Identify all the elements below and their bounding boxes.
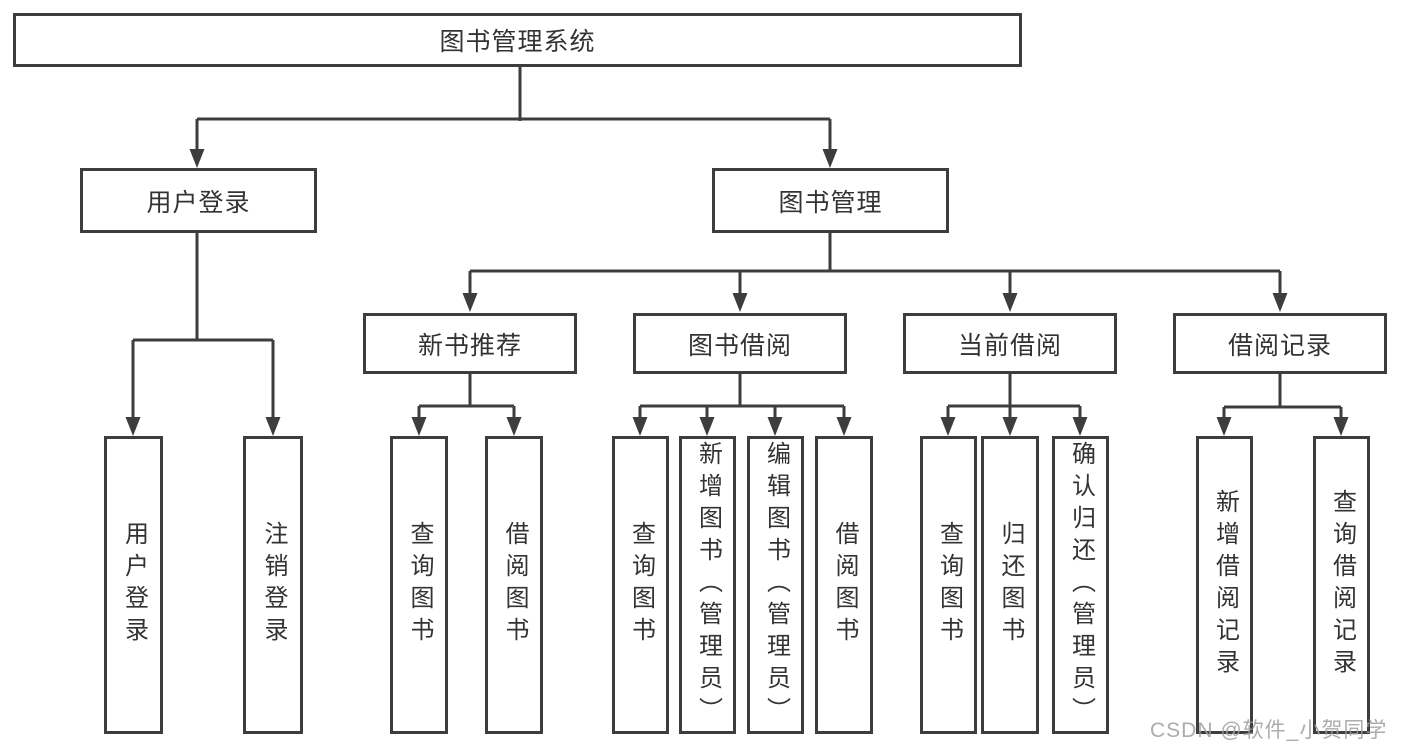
node-return-book: 归还图书 <box>981 436 1039 734</box>
node-add-book-admin: 新增图书（管理员） <box>679 436 736 734</box>
node-new-book-recommend-label: 新书推荐 <box>417 331 522 360</box>
node-user-login-label: 用户登录 <box>146 188 251 217</box>
node-query-book-recommend: 查询图书 <box>390 436 448 734</box>
node-borrow-book-recommend: 借阅图书 <box>485 436 543 734</box>
csdn-watermark: CSDN @软件_小贺同学 <box>1150 719 1388 742</box>
node-add-borrow-record-label: 新增借阅记录 <box>1211 489 1239 681</box>
node-book-borrowing: 图书借阅 <box>633 313 847 374</box>
node-book-management: 图书管理 <box>712 168 949 233</box>
node-add-borrow-record: 新增借阅记录 <box>1196 436 1253 734</box>
node-current-borrowing: 当前借阅 <box>903 313 1117 374</box>
node-borrow-book-borrowing-label: 借阅图书 <box>831 521 858 649</box>
node-new-book-recommend: 新书推荐 <box>363 313 577 374</box>
node-user-login: 用户登录 <box>80 168 317 233</box>
node-user-login-action-label: 用户登录 <box>120 521 148 649</box>
node-query-book-borrowing-label: 查询图书 <box>627 521 655 649</box>
node-user-login-action: 用户登录 <box>104 436 163 734</box>
node-return-book-label: 归还图书 <box>997 521 1024 649</box>
node-query-borrow-record: 查询借阅记录 <box>1313 436 1370 734</box>
node-book-borrowing-label: 图书借阅 <box>687 331 792 360</box>
node-borrow-book-recommend-label: 借阅图书 <box>501 521 528 649</box>
node-edit-book-admin-label: 编辑图书（管理员） <box>762 441 790 729</box>
node-query-book-borrowing: 查询图书 <box>612 436 669 734</box>
node-query-book-current-label: 查询图书 <box>935 521 963 649</box>
node-book-management-label: 图书管理 <box>778 188 883 217</box>
node-query-borrow-record-label: 查询借阅记录 <box>1328 489 1356 681</box>
node-borrow-records: 借阅记录 <box>1173 313 1387 374</box>
node-logout: 注销登录 <box>243 436 303 734</box>
node-library-system-label: 图书管理系统 <box>439 28 596 56</box>
node-logout-label: 注销登录 <box>260 521 287 649</box>
node-query-book-recommend-label: 查询图书 <box>406 521 433 649</box>
node-borrow-book-borrowing: 借阅图书 <box>815 436 873 734</box>
node-confirm-return-admin: 确认归还（管理员） <box>1052 436 1109 734</box>
node-edit-book-admin: 编辑图书（管理员） <box>747 436 804 734</box>
node-confirm-return-admin-label: 确认归还（管理员） <box>1067 441 1095 729</box>
node-library-system: 图书管理系统 <box>13 13 1022 67</box>
node-borrow-records-label: 借阅记录 <box>1227 331 1332 360</box>
node-query-book-current: 查询图书 <box>920 436 977 734</box>
node-add-book-admin-label: 新增图书（管理员） <box>694 441 722 729</box>
arrowheads <box>125 149 1349 436</box>
node-current-borrowing-label: 当前借阅 <box>957 331 1062 360</box>
